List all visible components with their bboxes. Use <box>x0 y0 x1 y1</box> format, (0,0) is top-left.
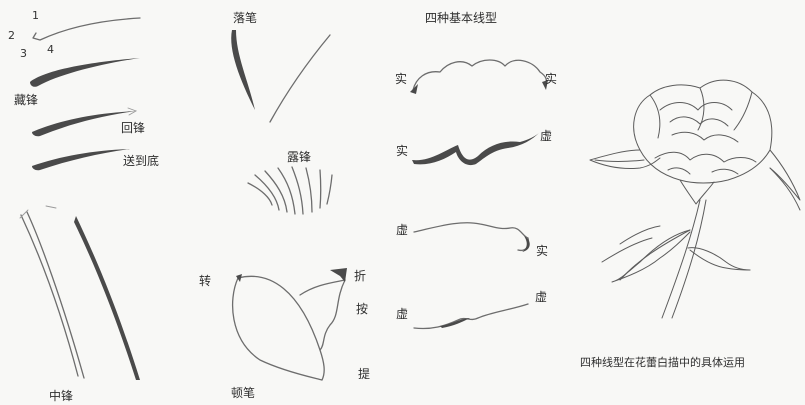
hui-feng-label: 回锋 <box>121 121 146 135</box>
row1-right-label: 实 <box>545 72 558 86</box>
zhong-feng-demo <box>19 205 140 380</box>
song-dao-di-demo <box>32 149 130 171</box>
step-number-3: 3 <box>20 47 27 60</box>
step-number-4: 4 <box>47 43 54 56</box>
row3-left-label: 虚 <box>396 223 409 237</box>
row4-left-label: 虚 <box>396 307 409 321</box>
peony-bud-drawing <box>589 79 801 319</box>
row3-right-label: 实 <box>536 244 549 258</box>
row2-right-label: 虚 <box>540 129 553 143</box>
four-line-types-title: 四种基本线型 <box>425 11 498 25</box>
lu-feng-demo <box>247 166 333 215</box>
lu-feng-label: 露锋 <box>287 150 312 164</box>
luo-bi-label: 落笔 <box>233 11 258 25</box>
line-type-void-solid <box>413 222 530 252</box>
zhe-label: 折 <box>354 269 367 283</box>
peony-caption: 四种线型在花蕾白描中的具体运用 <box>580 356 745 369</box>
cang-feng-label: 藏锋 <box>14 93 39 107</box>
row4-right-label: 虚 <box>535 290 548 304</box>
song-dao-di-label: 送到底 <box>123 154 160 168</box>
line-type-void-void <box>413 303 529 330</box>
an-label: 按 <box>356 302 369 316</box>
line-type-solid-void <box>412 132 540 166</box>
zhuan-zhe-demo <box>231 268 347 381</box>
row1-left-label: 实 <box>395 72 408 86</box>
cang-feng-demo <box>30 17 141 87</box>
luo-bi-demo <box>231 30 331 123</box>
hui-feng-demo <box>32 107 138 137</box>
step-number-2: 2 <box>8 29 15 42</box>
dun-bi-label: 顿笔 <box>231 386 256 400</box>
line-type-solid-solid <box>410 59 548 94</box>
step-number-1: 1 <box>32 9 39 22</box>
row2-left-label: 实 <box>396 144 409 158</box>
ti-label: 提 <box>358 367 371 381</box>
zhuan-label: 转 <box>199 274 212 288</box>
zhong-feng-label: 中锋 <box>49 389 74 403</box>
